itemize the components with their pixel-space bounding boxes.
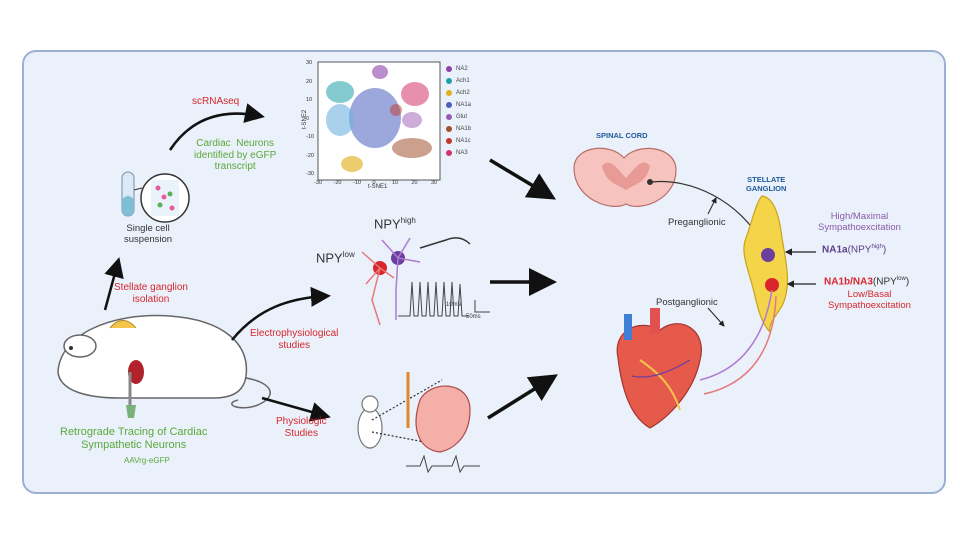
tsne-legend-item: Ach2 bbox=[446, 90, 470, 96]
legend-swatch bbox=[446, 90, 452, 96]
tsne-y-tick: -20 bbox=[306, 152, 314, 159]
tsne-y-tick: 20 bbox=[306, 78, 313, 85]
stellate-ganglion-illustration bbox=[743, 195, 789, 333]
physiologic-label: Physiologic Studies bbox=[276, 416, 327, 439]
arrow-physio-to-center bbox=[487, 374, 558, 420]
legend-label: Ach2 bbox=[456, 90, 470, 96]
low-sympathoexcitation-label: Low/Basal Sympathoexcitation bbox=[828, 289, 911, 311]
action-potential-trace bbox=[398, 281, 490, 317]
legend-swatch bbox=[446, 126, 452, 132]
tsne-x-tick: -30 bbox=[314, 180, 322, 186]
stellate-isolation-label: Stellate ganglion isolation bbox=[114, 282, 188, 305]
tsne-x-tick: 0 bbox=[372, 180, 376, 186]
arrow-to-physio bbox=[261, 396, 331, 422]
tsne-legend-item: Ach1 bbox=[446, 78, 470, 84]
single-cell-label: Single cell suspension bbox=[124, 223, 173, 245]
legend-swatch bbox=[446, 150, 452, 156]
tsne-y-tick: 0 bbox=[306, 115, 310, 122]
electrophysiological-label: Electrophysiological studies bbox=[250, 328, 339, 351]
tsne-legend-item: NA2 bbox=[446, 66, 468, 72]
physio-illustration bbox=[357, 372, 480, 474]
postganglionic-fiber-red bbox=[703, 295, 777, 395]
arrow-tsne-to-center bbox=[489, 158, 557, 200]
postganglionic-label: Postganglionic bbox=[656, 297, 718, 308]
spinal-cord-label: SPINAL CORD bbox=[596, 131, 648, 140]
tsne-legend-item: NA1c bbox=[446, 138, 471, 144]
neurons-illustration bbox=[361, 237, 471, 326]
legend-label: Glut bbox=[456, 114, 468, 120]
arrow-to-scrnaseq bbox=[168, 103, 265, 151]
mouse-illustration bbox=[57, 314, 271, 418]
legend-swatch bbox=[446, 66, 452, 72]
npy-high-label: NPYhigh bbox=[374, 216, 416, 232]
npy-low-label: NPYlow bbox=[316, 250, 355, 266]
legend-label: NA2 bbox=[456, 66, 468, 72]
legend-label: NA1a bbox=[456, 102, 472, 108]
test-tube-illustration bbox=[121, 171, 190, 223]
high-sympathoexcitation-label: High/Maximal Sympathoexcitation bbox=[818, 211, 901, 233]
postganglionic-pointer bbox=[707, 307, 725, 327]
tsne-legend-item: NA3 bbox=[446, 150, 468, 156]
arrow-to-single-cell bbox=[103, 257, 124, 311]
legend-label: NA1b bbox=[456, 126, 472, 132]
na1a-label: NA1a(NPYhigh) bbox=[822, 244, 887, 256]
tsne-x-tick: -20 bbox=[333, 180, 342, 186]
legend-swatch bbox=[446, 138, 452, 144]
retrograde-tracing-label: Retrograde Tracing of Cardiac Sympatheti… bbox=[60, 426, 208, 451]
tsne-y-tick: -10 bbox=[306, 134, 314, 140]
tsne-clusters bbox=[326, 65, 432, 172]
tsne-x-tick: 30 bbox=[431, 180, 438, 186]
legend-swatch bbox=[446, 78, 452, 84]
preganglionic-pointer bbox=[707, 197, 717, 215]
tsne-legend-item: NA1b bbox=[446, 126, 471, 132]
scrnaseq-label: scRNAseq bbox=[192, 96, 240, 107]
tsne-x-tick: 10 bbox=[392, 180, 399, 186]
diagram-panel bbox=[22, 50, 946, 494]
legend-label: Ach1 bbox=[456, 78, 470, 84]
tsne-y-tick: 10 bbox=[306, 97, 313, 103]
tsne-x-tick: 20 bbox=[411, 180, 418, 186]
tsne-legend-item: NA1a bbox=[446, 102, 471, 108]
na1b-na3-label: NA1b/NA3(NPYlow) bbox=[824, 276, 910, 288]
scale-mv-label: 10mV bbox=[446, 302, 462, 308]
legend-swatch bbox=[446, 114, 452, 120]
spinal-cord-illustration bbox=[573, 147, 677, 208]
tsne-y-tick: -30 bbox=[306, 171, 314, 177]
stellate-ganglion-label: STELLATE GANGLION bbox=[746, 175, 787, 193]
scale-ms-label: 50ms bbox=[466, 314, 481, 320]
legend-swatch bbox=[446, 102, 452, 108]
tsne-plot bbox=[317, 61, 441, 181]
arrow-to-electro bbox=[231, 286, 331, 341]
tsne-y-tick: 30 bbox=[306, 60, 313, 66]
preganglionic-label: Preganglionic bbox=[668, 217, 726, 228]
aav-label: AAVrg-eGFP bbox=[124, 456, 170, 465]
tsne-legend-item: Glut bbox=[446, 114, 467, 120]
legend-label: NA1c bbox=[456, 138, 471, 144]
legend-label: NA3 bbox=[456, 150, 468, 156]
tsne-x-tick: -10 bbox=[353, 180, 361, 186]
cardiac-neurons-label: Cardiac Neurons identified by eGFP trans… bbox=[194, 138, 277, 172]
heart-illustration bbox=[616, 308, 702, 429]
tsne-x-axis-label: t-SNE1 bbox=[368, 184, 388, 190]
postganglionic-fiber-purple bbox=[699, 289, 773, 381]
